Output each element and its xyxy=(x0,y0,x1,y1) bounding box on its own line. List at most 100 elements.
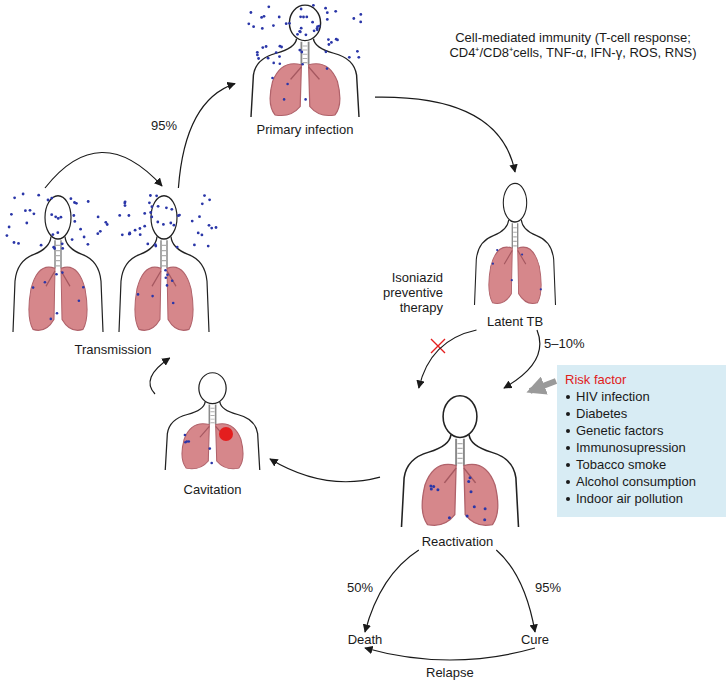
bacillus-dot xyxy=(325,50,328,53)
bacillus-dot xyxy=(55,273,58,276)
bacillus-dot xyxy=(124,204,127,207)
bacillus-dot xyxy=(511,279,513,281)
bacillus-dot xyxy=(162,223,165,226)
bacillus-dot xyxy=(197,232,200,235)
bacillus-dot xyxy=(484,507,487,510)
bacillus-dot xyxy=(71,238,74,241)
bacillus-dot xyxy=(311,21,314,24)
bacillus-dot xyxy=(256,51,259,54)
list-item: Diabetes xyxy=(565,405,718,422)
bacillus-dot xyxy=(296,33,299,36)
person-figure xyxy=(251,5,359,117)
bacillus-dot xyxy=(300,27,303,30)
bacillus-dot xyxy=(139,227,142,230)
cycle-arrow xyxy=(150,358,170,394)
bacillus-dot xyxy=(70,197,73,200)
bacillus-dot xyxy=(17,242,20,245)
person-figure xyxy=(165,373,260,470)
bacillus-dot xyxy=(128,232,131,235)
bacillus-dot xyxy=(540,288,542,290)
bacillus-dot xyxy=(40,244,43,247)
bacillus-dot xyxy=(178,214,181,217)
edge-label: Isoniazid preventive therapy xyxy=(362,270,444,315)
bacillus-dot xyxy=(96,232,99,235)
bacillus-dot xyxy=(272,62,275,65)
bacillus-dot xyxy=(151,205,154,208)
bacillus-dot xyxy=(44,281,47,284)
bacillus-dot xyxy=(73,220,76,223)
bacillus-dot xyxy=(328,43,331,46)
bacillus-dot xyxy=(318,25,321,28)
bullet-dot xyxy=(566,429,570,433)
bacillus-dot xyxy=(208,198,211,201)
bullet-dot xyxy=(566,395,570,399)
bacillus-dot xyxy=(29,209,32,212)
bacillus-dot xyxy=(155,194,158,197)
bacillus-dot xyxy=(198,215,201,218)
bacillus-dot xyxy=(359,13,362,16)
bacillus-dot xyxy=(300,8,303,11)
bacillus-dot xyxy=(429,485,432,488)
bacillus-dot xyxy=(210,227,213,230)
bacillus-dot xyxy=(496,249,498,251)
edge-label: 95% xyxy=(534,580,562,595)
bacillus-dot xyxy=(492,263,494,265)
bacillus-dot xyxy=(261,27,264,30)
cycle-arrow xyxy=(178,84,235,188)
bacillus-dot xyxy=(201,234,204,237)
bacillus-dot xyxy=(257,57,260,60)
bacillus-dot xyxy=(359,21,362,24)
bacillus-dot xyxy=(56,231,59,234)
bacillus-dot xyxy=(252,25,255,28)
stage-figure: Cavitation xyxy=(155,368,270,498)
bacillus-dot xyxy=(250,11,253,14)
bacillus-dot xyxy=(247,22,250,25)
risk-factor-box: Risk factorHIV infectionDiabetesGenetic … xyxy=(557,365,726,517)
bullet-dot xyxy=(566,480,570,484)
bacillus-dot xyxy=(210,462,213,465)
transmission-loop xyxy=(45,152,162,188)
bacillus-dot xyxy=(61,247,64,250)
bacillus-dot xyxy=(285,22,288,25)
cycle-arrow xyxy=(419,330,477,388)
bacillus-dot xyxy=(61,271,64,274)
bacillus-dot xyxy=(53,247,56,250)
bacillus-dot xyxy=(75,202,78,205)
list-item: Indoor air pollution xyxy=(565,490,718,507)
bacillus-dot xyxy=(52,233,55,236)
person-figure xyxy=(119,196,209,332)
bacillus-dot xyxy=(184,434,187,437)
bacillus-dot xyxy=(265,45,268,48)
bacillus-dot xyxy=(78,299,81,302)
outcome-text: Death xyxy=(335,632,395,648)
bacillus-dot xyxy=(300,51,303,54)
bacillus-dot xyxy=(150,216,153,219)
bacillus-dot xyxy=(261,46,264,49)
bacillus-dot xyxy=(430,487,433,490)
bacillus-dot xyxy=(312,4,315,7)
stage-label: Latent TB xyxy=(460,314,570,329)
bacillus-dot xyxy=(335,38,338,41)
bacillus-dot xyxy=(275,51,278,54)
bacillus-dot xyxy=(326,18,329,21)
bacillus-dot xyxy=(286,83,289,86)
bacillus-dot xyxy=(304,98,307,101)
bacillus-dot xyxy=(24,209,27,212)
bacillus-dot xyxy=(25,222,28,225)
bacillus-dot xyxy=(87,200,90,203)
bacillus-dot xyxy=(54,215,57,218)
bacillus-dot xyxy=(57,217,60,220)
bacillus-dot xyxy=(47,199,50,202)
bacillus-dot xyxy=(56,312,59,315)
bacillus-dot xyxy=(279,45,282,48)
bacillus-dot xyxy=(22,193,25,196)
bacillus-dot xyxy=(170,208,173,211)
stage-figure: Primary infection xyxy=(235,2,375,138)
stage-label: Primary infection xyxy=(235,122,375,137)
bacillus-dot xyxy=(313,29,316,32)
bacillus-dot xyxy=(201,202,204,205)
stage-figure: Reactivation xyxy=(380,388,535,550)
bacillus-dot xyxy=(256,54,259,57)
risk-arrow xyxy=(530,381,556,391)
bacillus-dot xyxy=(330,41,333,44)
